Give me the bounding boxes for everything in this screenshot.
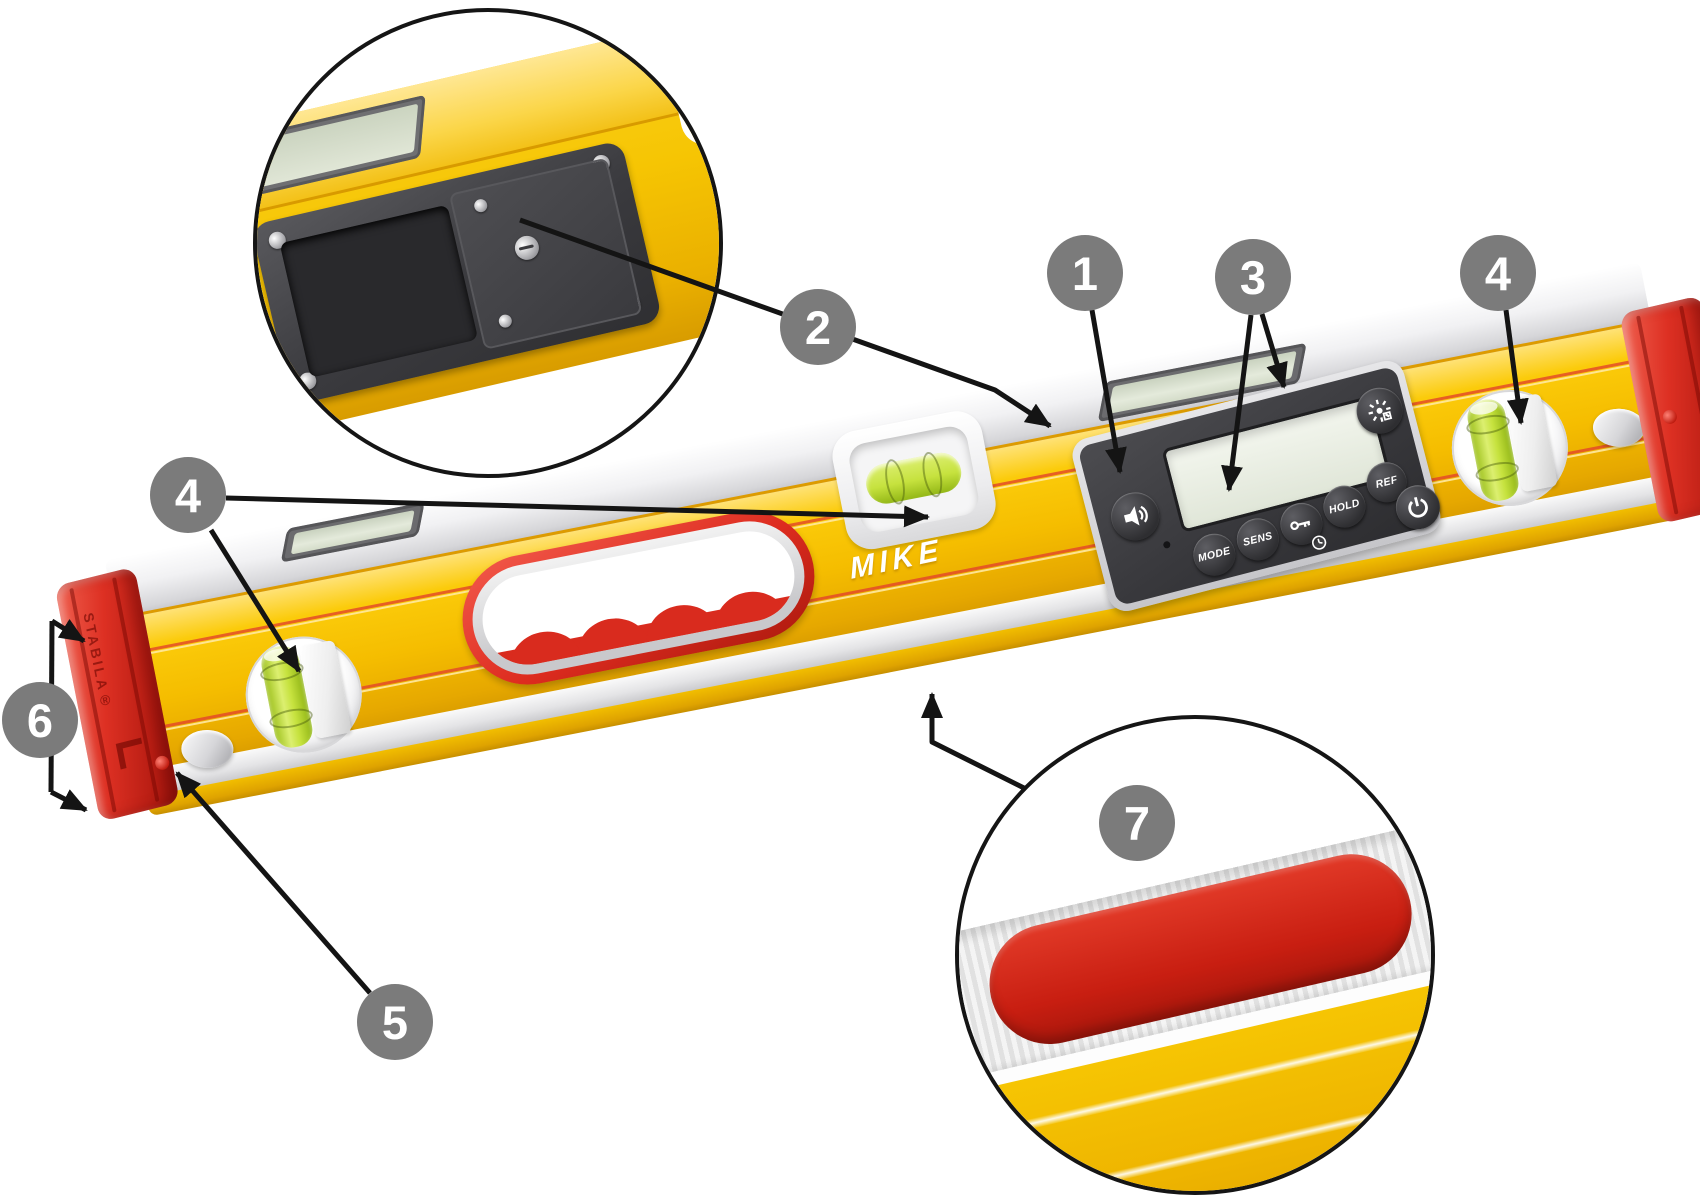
callout-badge-3: 3 — [1215, 239, 1291, 315]
control-panel: MODE SENS HOLD REF — [1068, 357, 1445, 615]
backlight-button — [1351, 382, 1408, 439]
vial-ring — [1464, 411, 1512, 438]
callout-badge-1: 1 — [1047, 235, 1123, 311]
callout-badge-5: 5 — [357, 984, 433, 1060]
spirit-level: STABILA® — [40, 252, 1700, 838]
stabila-logo-mark — [115, 737, 146, 770]
speaker-icon — [1123, 505, 1148, 526]
measuring-surface-inset — [955, 715, 1435, 1195]
vial-ring — [1473, 458, 1521, 485]
inset2-scene — [959, 719, 1431, 1191]
key-lock-button — [1275, 498, 1327, 550]
power-button — [1391, 480, 1445, 535]
battery-compartment-inset — [253, 8, 723, 478]
callout-badge-6: 6 — [2, 682, 78, 758]
screw-slot — [518, 244, 534, 251]
callout-badge-4-right: 4 — [1460, 235, 1536, 311]
callout-badge-7: 7 — [1099, 785, 1175, 861]
speaker-button — [1105, 487, 1165, 546]
callout-badge-2: 2 — [780, 289, 856, 365]
battery-recess — [279, 204, 479, 378]
lid-screw-small — [497, 313, 514, 329]
clock-icon — [1308, 531, 1331, 554]
arrow-7 — [921, 692, 1028, 792]
backlight-icon — [1368, 399, 1393, 422]
vial-ring — [267, 705, 315, 732]
cap-ridge — [1678, 305, 1700, 505]
inset1-scene — [257, 12, 719, 458]
callout-badge-4-left: 4 — [150, 457, 226, 533]
lid-screw-small — [472, 197, 489, 214]
lid-screw — [512, 233, 542, 263]
power-icon — [1408, 496, 1428, 518]
arrow-6b — [49, 789, 88, 813]
battery-lid — [448, 157, 643, 350]
vial-ring — [919, 450, 946, 499]
vial-ring — [258, 658, 306, 685]
vial-ring — [881, 457, 909, 507]
key-icon — [1290, 520, 1311, 531]
